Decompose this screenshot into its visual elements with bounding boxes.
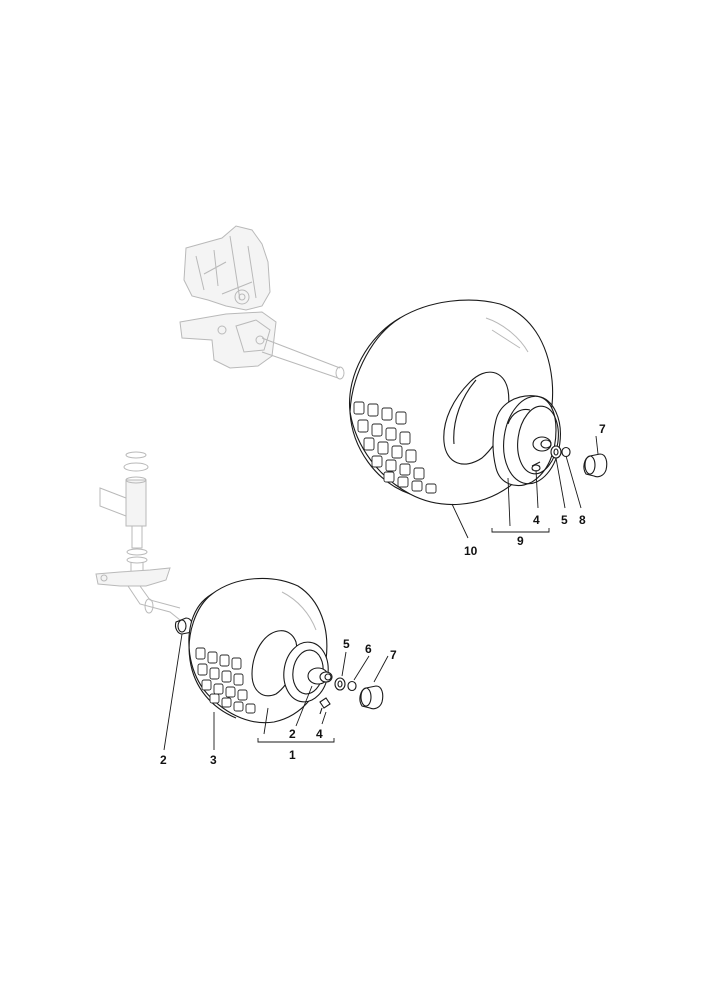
small-rim (283, 641, 333, 715)
callout-2-spindle: 2 (160, 753, 167, 767)
callout-8: 8 (579, 513, 586, 527)
callout-7-small: 7 (390, 648, 397, 662)
callout-2-hub: 2 (289, 727, 296, 741)
leader-lines (163, 435, 599, 751)
callout-7-large: 7 (599, 422, 606, 436)
small-tyre-tread (195, 647, 256, 714)
callout-4-small: 4 (316, 727, 323, 741)
callout-3: 3 (210, 753, 217, 767)
callout-4-large: 4 (533, 513, 540, 527)
callout-10: 10 (464, 544, 478, 558)
small-wheel-hardware (334, 677, 384, 710)
callout-labels: 1 2 2 3 4 4 5 5 6 7 7 8 9 10 (160, 422, 606, 767)
large-rim (492, 395, 561, 486)
callout-1: 1 (289, 748, 296, 762)
large-wheel-hardware (550, 445, 608, 478)
callout-6: 6 (365, 642, 372, 656)
large-tyre-tread (353, 401, 437, 494)
callout-9: 9 (517, 534, 524, 548)
rear-transaxle-ghost (179, 225, 345, 380)
front-spindle-ghost (95, 451, 181, 621)
callout-5-small: 5 (343, 637, 350, 651)
callout-5-large: 5 (561, 513, 568, 527)
